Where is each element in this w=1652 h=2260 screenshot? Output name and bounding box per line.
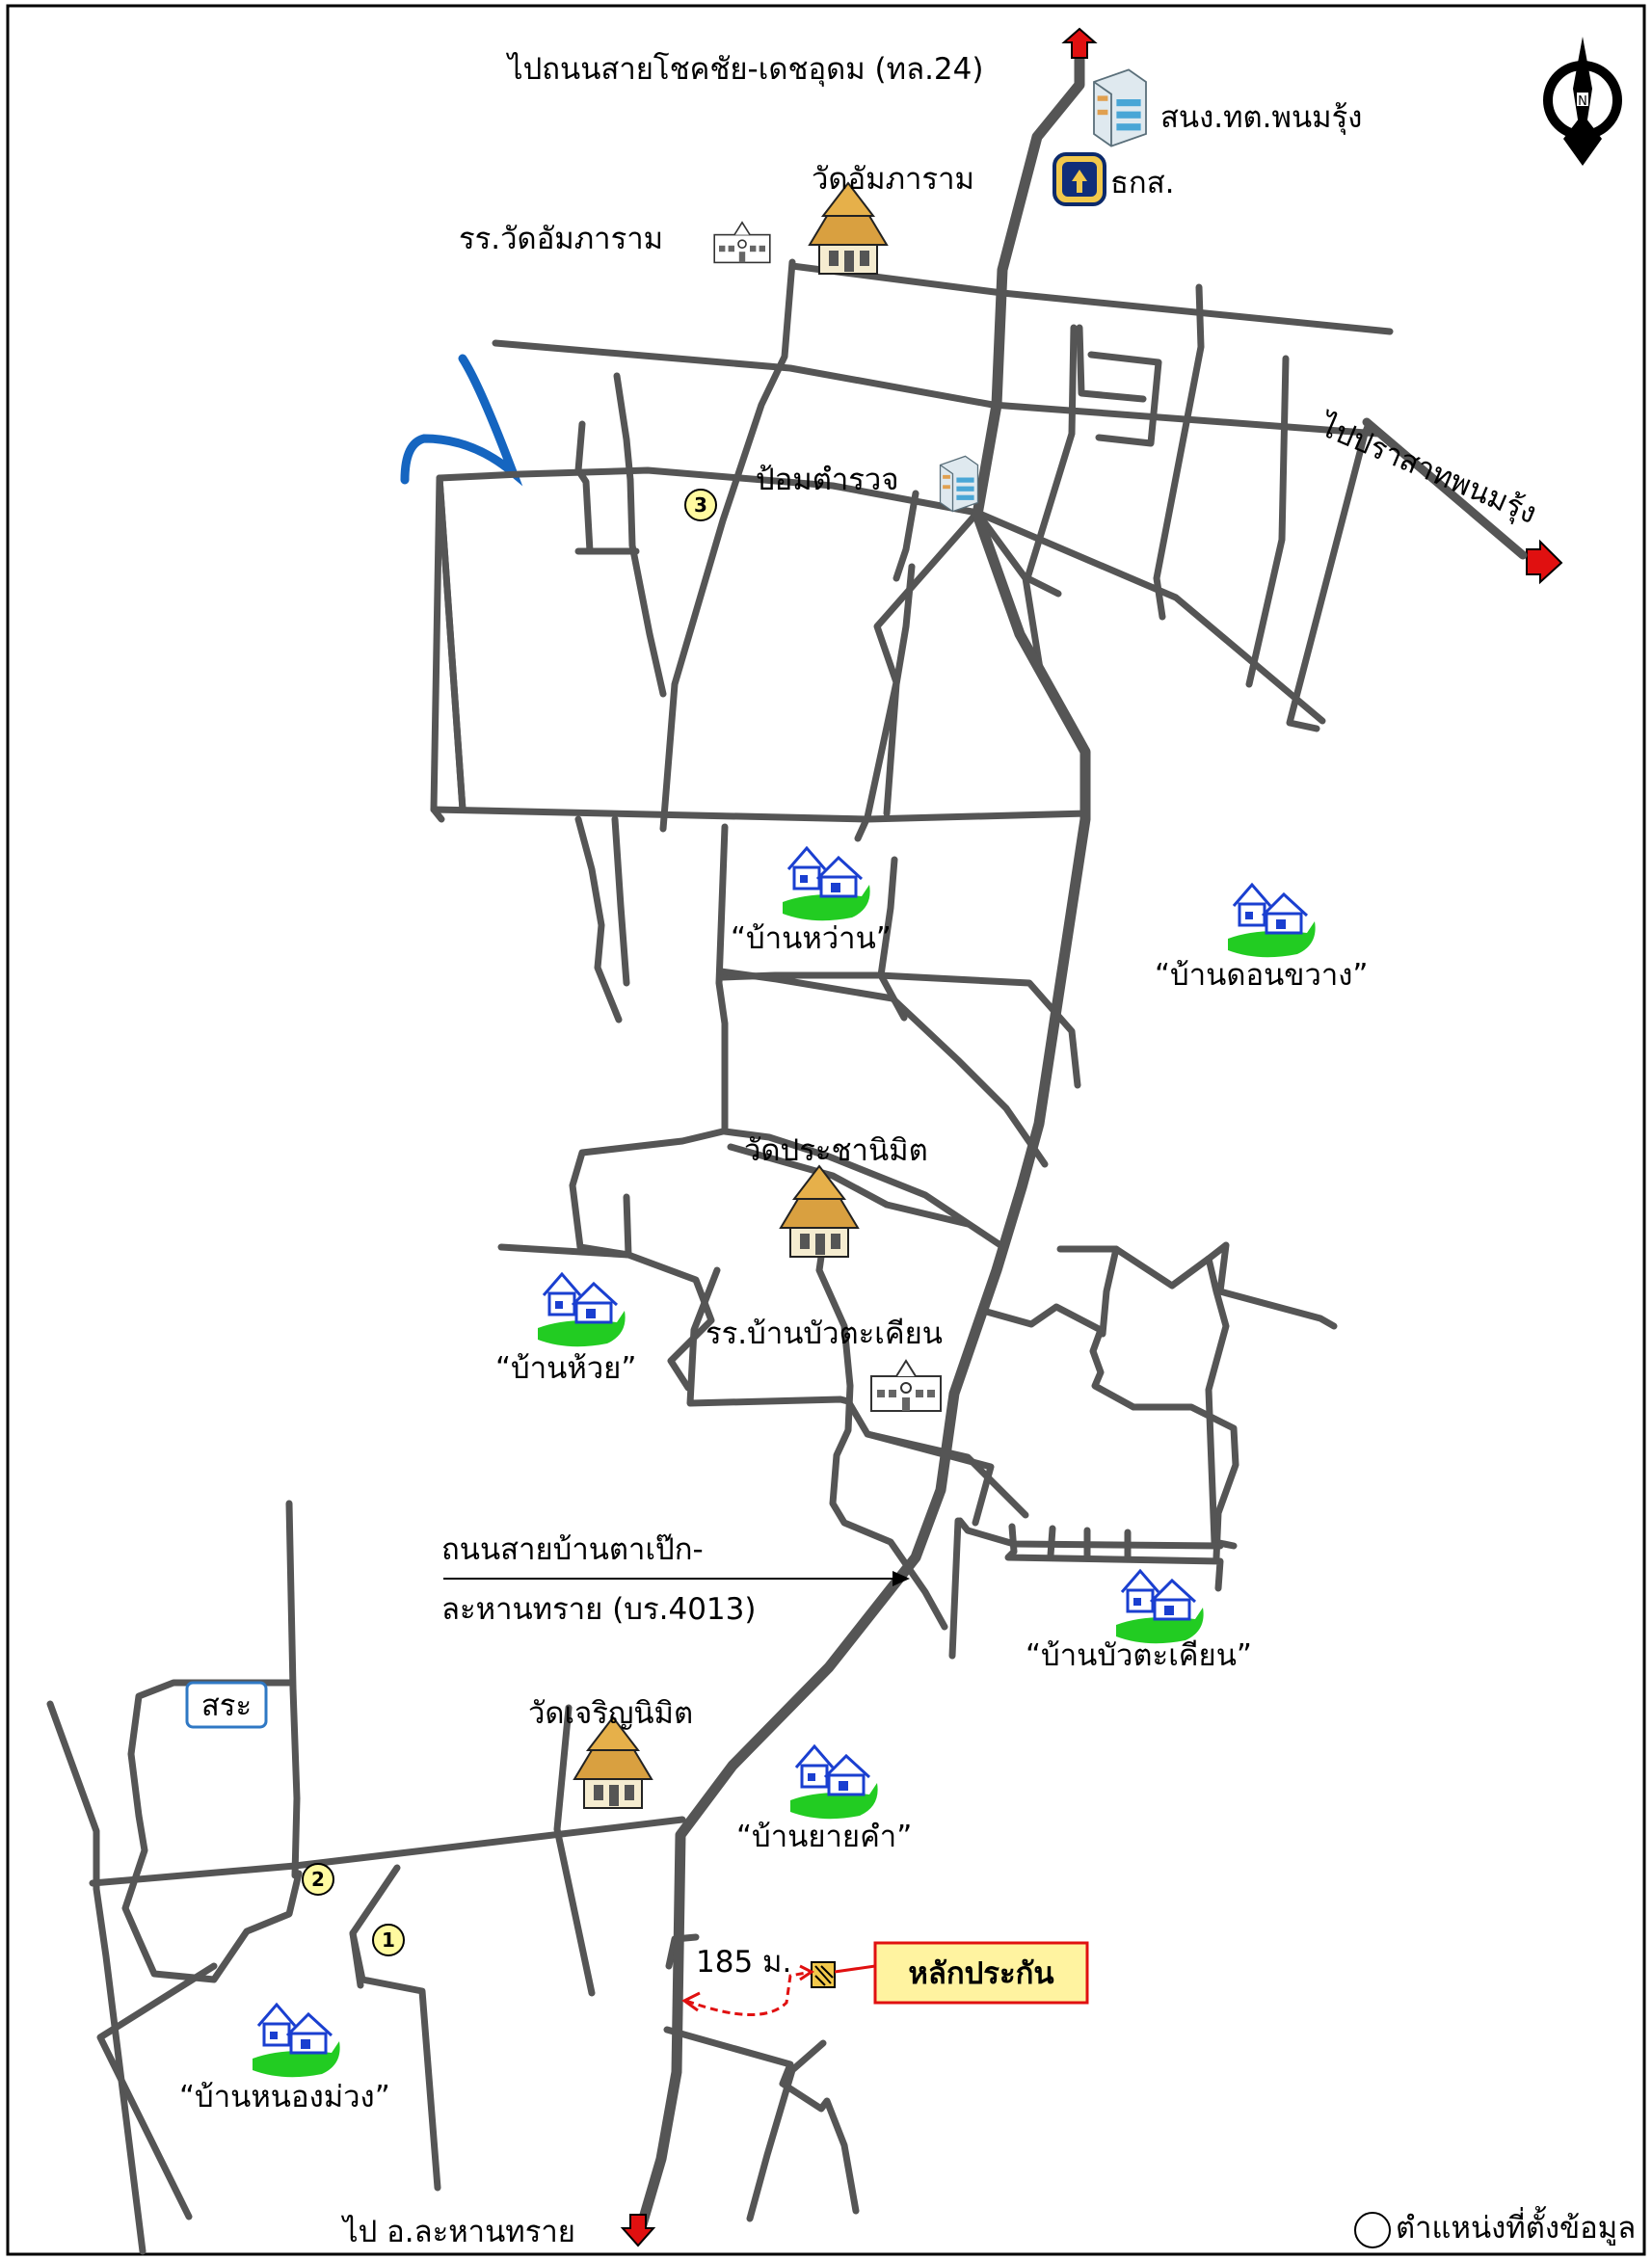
pond-box	[185, 1681, 268, 1729]
svg-text:3: 3	[694, 493, 707, 517]
collateral-label: หลักประกัน	[908, 1956, 1053, 1991]
village-buatakhian-icon	[1114, 1569, 1206, 1645]
village-buatakhian-label: “บ้านบัวตะเคียน”	[1026, 1638, 1252, 1673]
village-nongmuang-label: “บ้านหนองม่วง”	[179, 2080, 390, 2114]
compass-letter: N	[1578, 94, 1587, 109]
legend-circle-icon	[1354, 2212, 1391, 2248]
south-road-label: ไป อ.ละหานทราย	[340, 2215, 575, 2249]
village-nongmuang-icon	[251, 2003, 342, 2079]
main-road-label-line2: ละหานทราย (บร.4013)	[441, 1592, 756, 1627]
bank-label: ธกส.	[1110, 166, 1174, 200]
river	[400, 354, 523, 487]
sanong-building-icon	[1093, 68, 1147, 147]
temple-ampharam-label: วัดอัมภาราม	[812, 162, 974, 197]
school-ampharam-icon	[713, 222, 771, 264]
north-road-label: ไปถนนสายโชคชัย-เดชอุดม (ทล.24)	[505, 52, 983, 88]
temple-prachanimit-label: วัดประชานิมิต	[744, 1133, 928, 1168]
temple-ampharam-icon	[809, 182, 888, 275]
village-wan-label: “บ้านหว่าน”	[731, 921, 892, 956]
temple-charoennimit-icon	[573, 1716, 653, 1809]
south-arrow-icon	[620, 2214, 656, 2247]
main-road	[632, 54, 1091, 2244]
village-yaikham-icon	[788, 1744, 880, 1821]
distance-line	[685, 1970, 813, 2016]
marker-1: 1	[372, 1924, 405, 1956]
legend-label: ตำแหน่งที่ตั้งข้อมูล	[1396, 2206, 1636, 2246]
marker-2: 2	[302, 1863, 334, 1896]
north-arrow-icon	[1061, 27, 1098, 59]
bank-icon	[1052, 152, 1106, 206]
village-huai-label: “บ้านห้วย”	[495, 1351, 636, 1386]
school-buatakhian-label: รร.บ้านบัวตะเคียน	[706, 1316, 943, 1351]
school-ampharam-label: รร.วัดอัมภาราม	[459, 222, 663, 256]
village-huai-icon	[536, 1272, 627, 1348]
main-road-label-line1: ถนนสายบ้านตาเป๊ก-	[441, 1532, 704, 1567]
map-frame	[6, 4, 1646, 2256]
sanong-label: สนง.ทต.พนมรุ้ง	[1160, 100, 1362, 136]
police-label: ป้อมตำรวจ	[756, 463, 899, 497]
collateral-box	[873, 1941, 1089, 2005]
police-building-icon	[939, 455, 979, 513]
village-donkhwang-label: “บ้านดอนขวาง”	[1155, 958, 1368, 993]
east-arrow-icon	[1526, 539, 1563, 585]
road-network	[46, 258, 1394, 2255]
village-wan-icon	[781, 846, 872, 922]
school-buatakhian-icon	[870, 1360, 942, 1412]
svg-text:1: 1	[382, 1928, 395, 1952]
village-donkhwang-icon	[1226, 883, 1318, 959]
marker-3: 3	[684, 489, 717, 521]
pond-label: สระ	[201, 1688, 252, 1723]
pointer-arrowhead-icon	[893, 1571, 910, 1586]
svg-text:2: 2	[311, 1868, 325, 1891]
distance-label: 185 ม.	[696, 1945, 791, 1980]
village-yaikham-label: “บ้านยายคำ”	[736, 1820, 912, 1854]
compass-icon: N	[1543, 37, 1622, 166]
temple-charoennimit-label: วัดเจริญนิมิต	[528, 1696, 693, 1731]
